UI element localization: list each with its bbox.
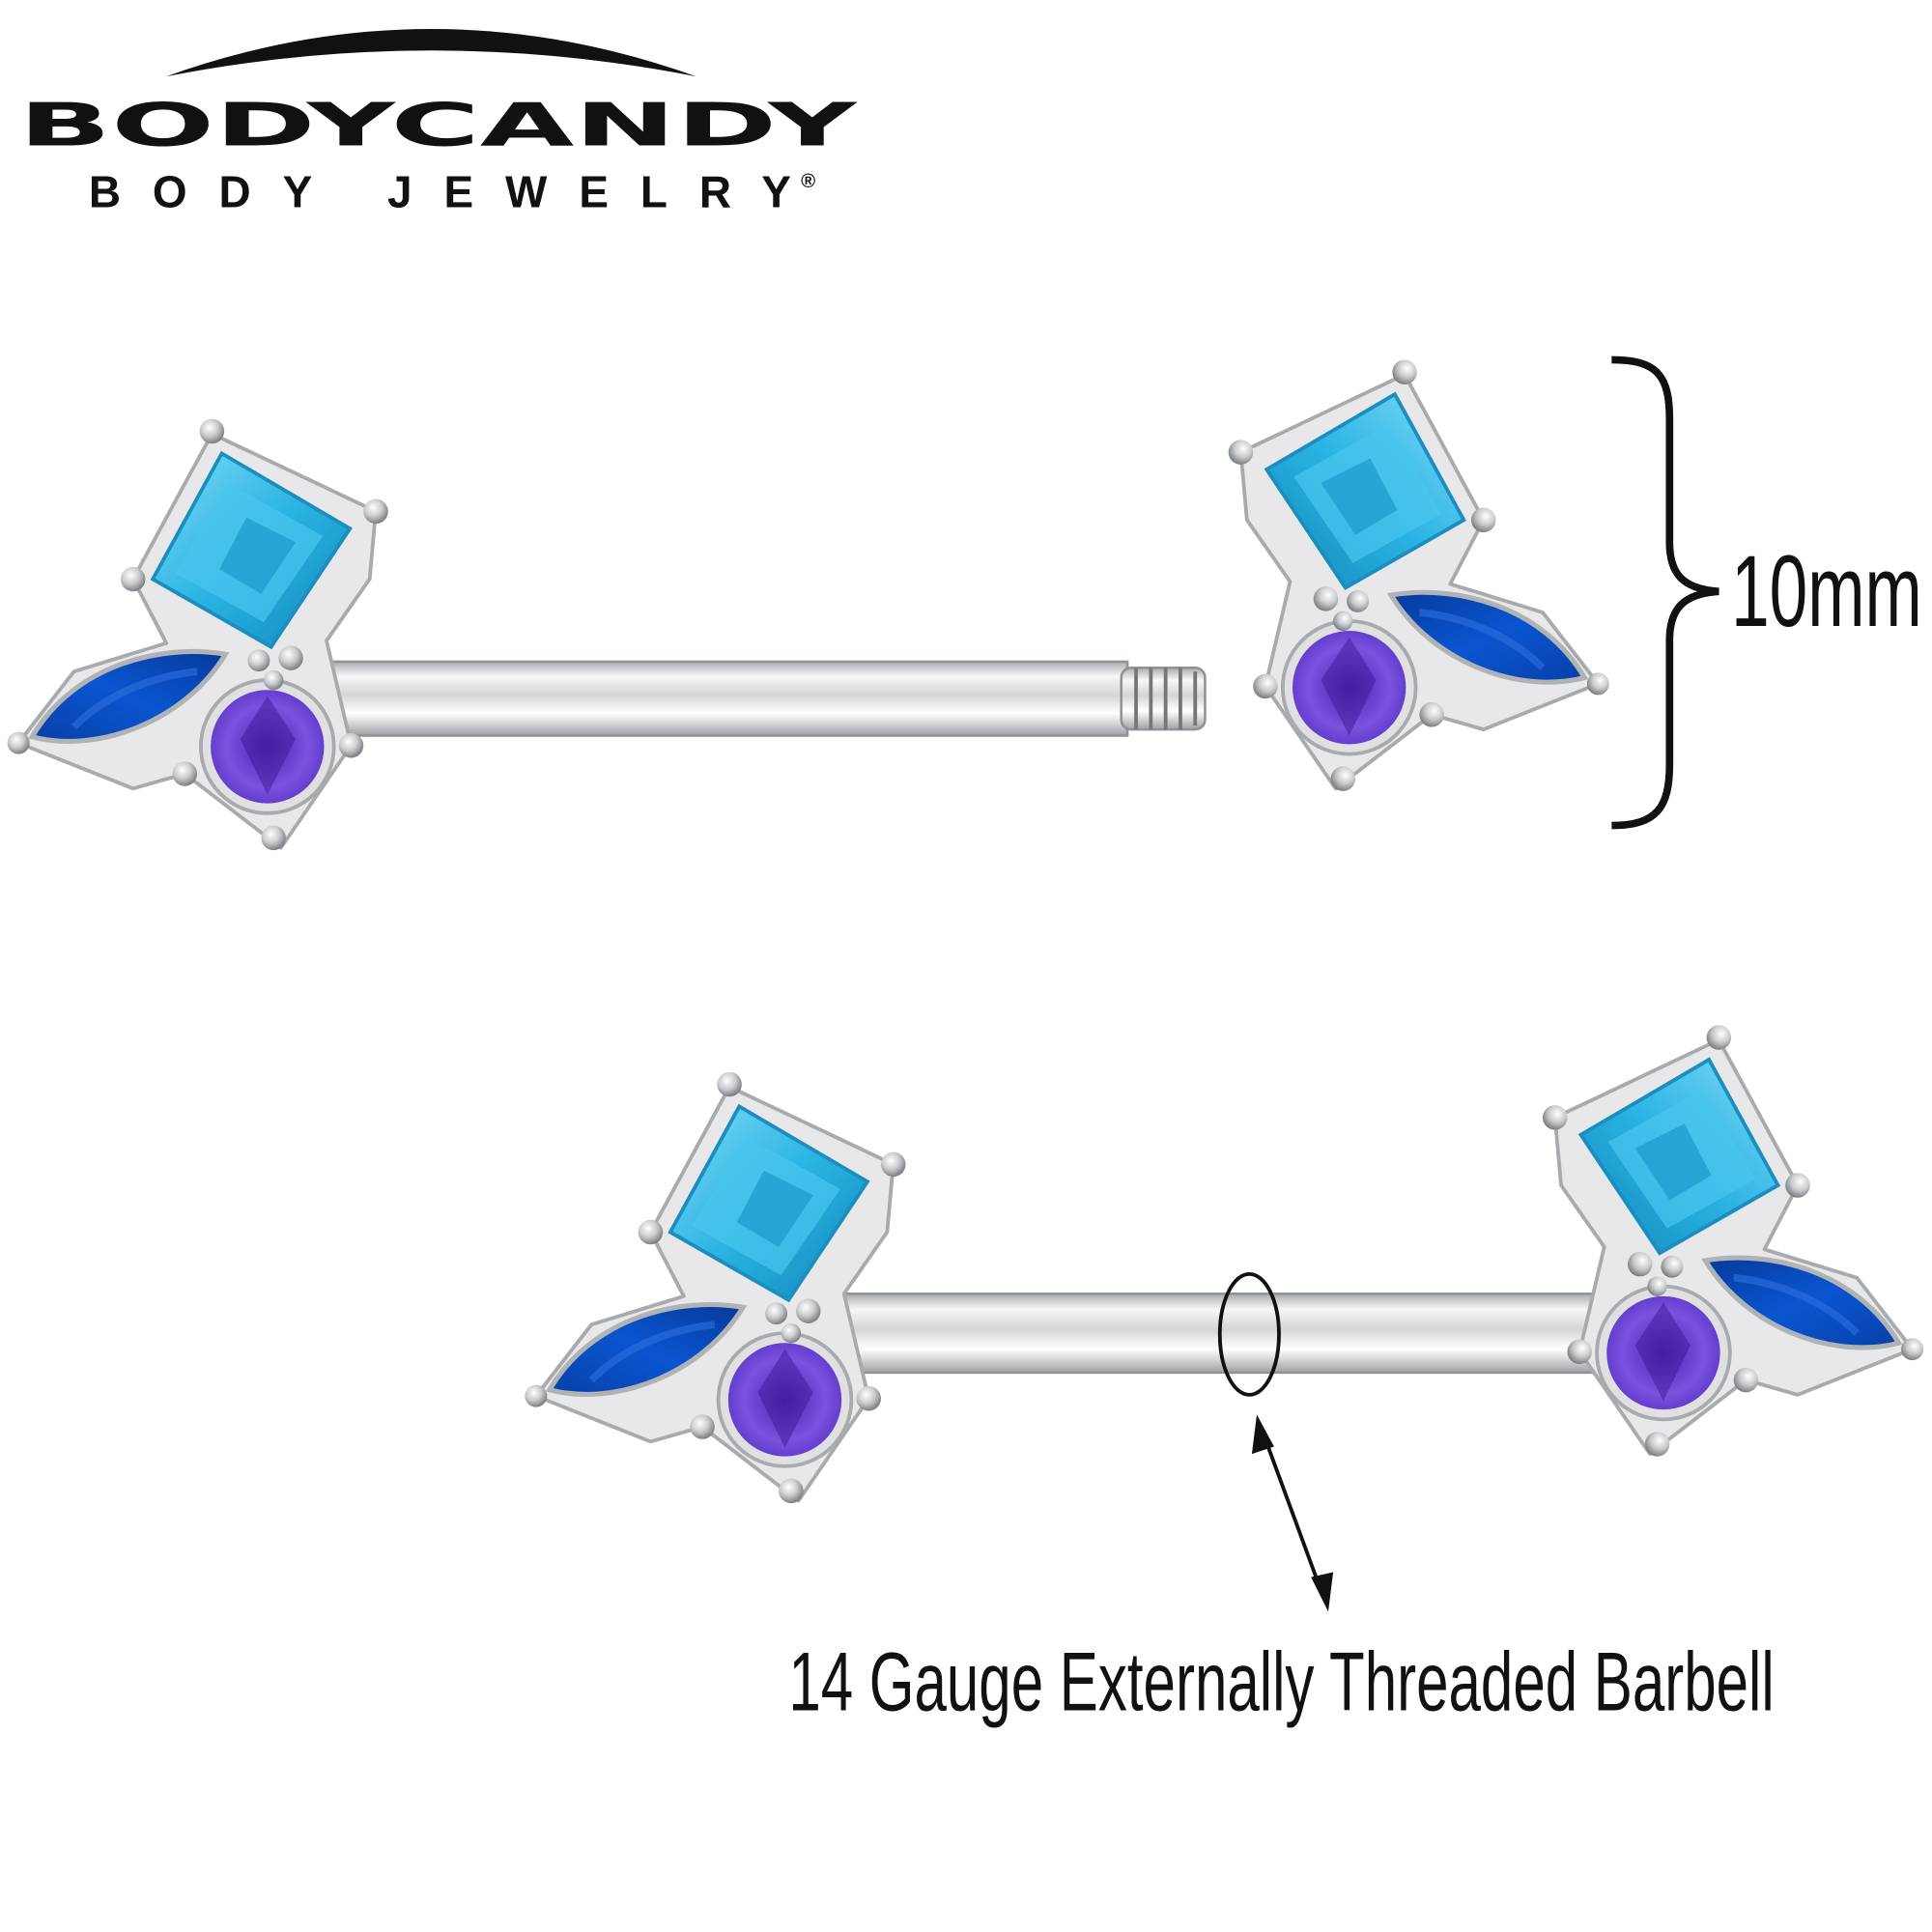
barbell-label: 14 Gauge Externally Threaded Barbell bbox=[788, 1634, 1774, 1728]
brand-logo: BODYCANDY BODY JEWELRY ® bbox=[18, 28, 858, 216]
brace-icon bbox=[1611, 355, 1719, 830]
gem-end-left bbox=[8, 419, 388, 850]
barbell-shaft bbox=[806, 1293, 1616, 1375]
logo-arc bbox=[166, 28, 696, 77]
ring-outline-icon bbox=[1217, 1271, 1281, 1397]
barbell-threads bbox=[1120, 667, 1207, 731]
gem-end-right bbox=[1543, 1025, 1923, 1456]
size-label: 10mm bbox=[1731, 535, 1922, 648]
logo-registered-mark: ® bbox=[801, 171, 815, 192]
barbell-top bbox=[8, 419, 1207, 850]
barbell-shaft bbox=[306, 660, 1129, 737]
size-indicator: 10mm bbox=[1611, 355, 1922, 830]
logo-tagline: BODY JEWELRY bbox=[89, 166, 791, 216]
logo-brand-text: BODYCANDY bbox=[18, 92, 858, 160]
gem-end-detached bbox=[1229, 359, 1609, 790]
barbell-bottom bbox=[525, 1025, 1923, 1503]
double-arrow-icon bbox=[1251, 1414, 1334, 1612]
gem-end-left bbox=[525, 1072, 905, 1503]
